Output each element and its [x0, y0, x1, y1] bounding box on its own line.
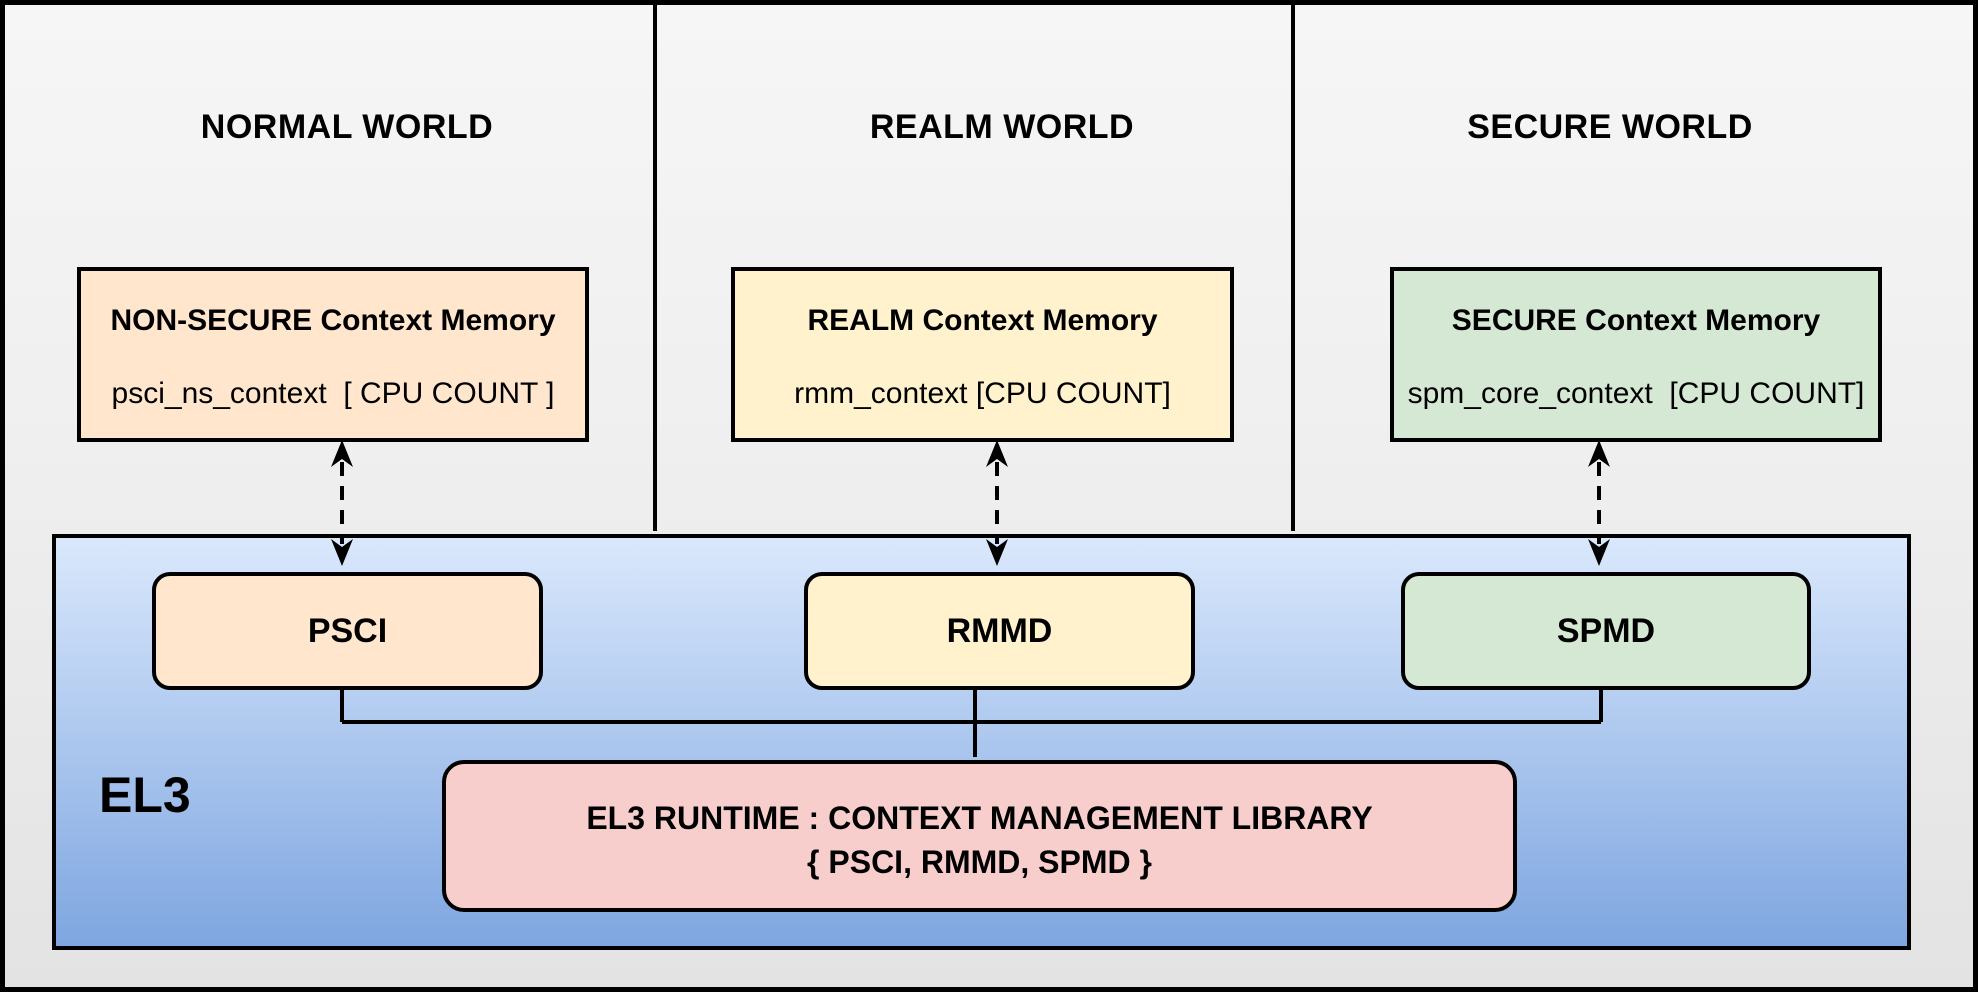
psci-component-box: PSCI: [152, 572, 543, 690]
rmm-context-variable: rmm_context [CPU COUNT]: [794, 377, 1171, 410]
realm-world-title: REALM WORLD: [869, 108, 1135, 146]
rmmd-component-box: RMMD: [804, 572, 1195, 690]
spmd-component-box: SPMD: [1401, 572, 1811, 690]
el3-label: EL3: [99, 767, 191, 823]
el3-runtime-library-line1: EL3 RUNTIME : CONTEXT MANAGEMENT LIBRARY: [586, 800, 1373, 836]
psci-ns-context-variable: psci_ns_context [ CPU COUNT ]: [111, 377, 555, 410]
spm-core-context-variable: spm_core_context [CPU COUNT]: [1407, 377, 1865, 410]
el3-runtime-library-line2: { PSCI, RMMD, SPMD }: [807, 844, 1152, 880]
non-secure-context-memory-title: NON-SECURE Context Memory: [110, 304, 556, 337]
secure-context-memory-title: SECURE Context Memory: [1451, 304, 1821, 337]
el3-runtime-library-box: EL3 RUNTIME : CONTEXT MANAGEMENT LIBRARY…: [442, 760, 1517, 912]
secure-context-memory-box: SECURE Context Memory spm_core_context […: [1390, 267, 1882, 442]
non-secure-context-memory-box: NON-SECURE Context Memory psci_ns_contex…: [77, 267, 589, 442]
normal-world-title: NORMAL WORLD: [200, 108, 494, 146]
realm-context-memory-box: REALM Context Memory rmm_context [CPU CO…: [731, 267, 1234, 442]
realm-context-memory-title: REALM Context Memory: [807, 304, 1158, 337]
secure-world-title: SECURE WORLD: [1467, 108, 1753, 146]
